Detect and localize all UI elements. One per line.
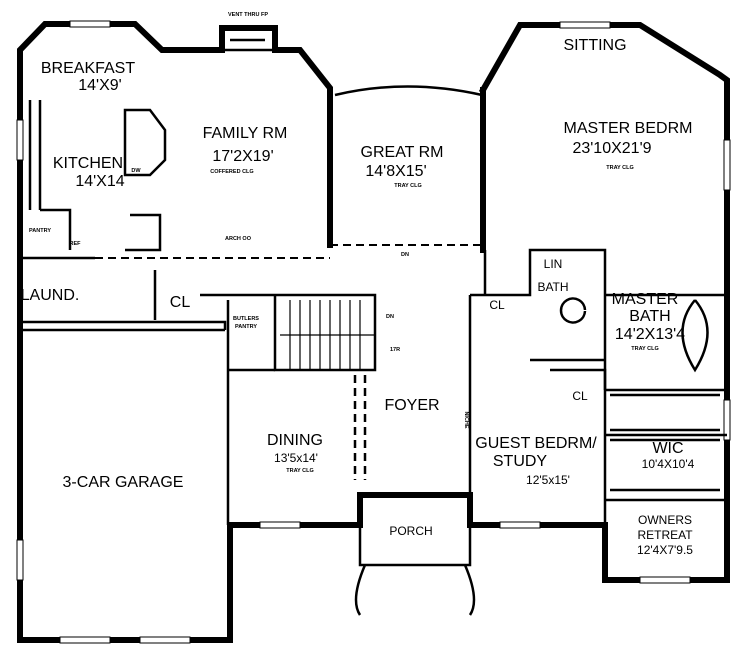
- family-note: COFFERED CLG: [210, 169, 253, 175]
- family-size: 17'2X19': [212, 148, 273, 165]
- interior-walls: [20, 38, 727, 525]
- risers-note: 17R: [390, 347, 400, 353]
- master-bedroom-note: TRAY CLG: [606, 165, 634, 171]
- guest-label-1: GUEST BEDRM/: [475, 435, 597, 452]
- wic-size: 10'4X10'4: [642, 457, 695, 471]
- family-label: FAMILY RM: [203, 125, 288, 142]
- laundry-label: LAUND.: [21, 287, 80, 304]
- kitchen-label: KITCHEN: [53, 155, 123, 172]
- guest-label-2: STUDY: [493, 453, 548, 470]
- master-bath-size: 14'2X13'4: [615, 326, 685, 343]
- owners-label-1: OWNERS: [638, 513, 692, 527]
- dn-note-1: DN: [401, 252, 409, 258]
- garage-label: 3-CAR GARAGE: [63, 474, 184, 491]
- dining-size: 13'5x14': [274, 451, 318, 465]
- garage-closet-label: CL: [170, 294, 191, 311]
- niche-note: NICHE: [463, 411, 469, 428]
- stairs: [280, 300, 375, 370]
- dining-label: DINING: [267, 432, 323, 449]
- linen-label: LIN: [544, 257, 563, 271]
- breakfast-label: BREAKFAST: [41, 60, 135, 77]
- master-bath-note: TRAY CLG: [631, 346, 659, 352]
- pantry-label: PANTRY: [29, 228, 51, 234]
- master-bath-label-2: BATH: [629, 308, 670, 325]
- sitting-label: SITTING: [563, 37, 626, 54]
- porch-label: PORCH: [389, 524, 432, 538]
- ref-label: REF: [70, 241, 82, 247]
- master-bath-label-1: MASTER: [612, 291, 679, 308]
- foyer-label: FOYER: [384, 397, 439, 414]
- butlers-pantry-label-1: BUTLERS: [233, 316, 259, 322]
- guest-size: 12'5x15': [526, 473, 570, 487]
- guest-closet-label: CL: [572, 389, 588, 403]
- great-label: GREAT RM: [361, 144, 444, 161]
- wic-label: WIC: [652, 440, 683, 457]
- butlers-pantry-label-2: PANTRY: [235, 324, 257, 330]
- master-bedroom-size: 23'10X21'9: [572, 140, 651, 157]
- great-note: TRAY CLG: [394, 183, 422, 189]
- dining-note: TRAY CLG: [286, 468, 314, 474]
- dn-note-2: DN: [386, 314, 394, 320]
- dw-label: DW: [131, 168, 141, 174]
- arch-note: ARCH OO: [225, 236, 252, 242]
- kitchen-size: 14'X14: [75, 173, 124, 190]
- hall-closet-label: CL: [489, 298, 505, 312]
- windows: [16, 20, 731, 644]
- master-bedroom-label: MASTER BEDRM: [564, 120, 693, 137]
- vent-note: VENT THRU FP: [228, 12, 268, 18]
- owners-size: 12'4X7'9.5: [637, 543, 693, 557]
- bath-label: BATH: [537, 280, 568, 294]
- breakfast-size: 14'X9': [78, 77, 121, 94]
- great-size: 14'8X15': [365, 163, 426, 180]
- owners-label-2: RETREAT: [637, 528, 693, 542]
